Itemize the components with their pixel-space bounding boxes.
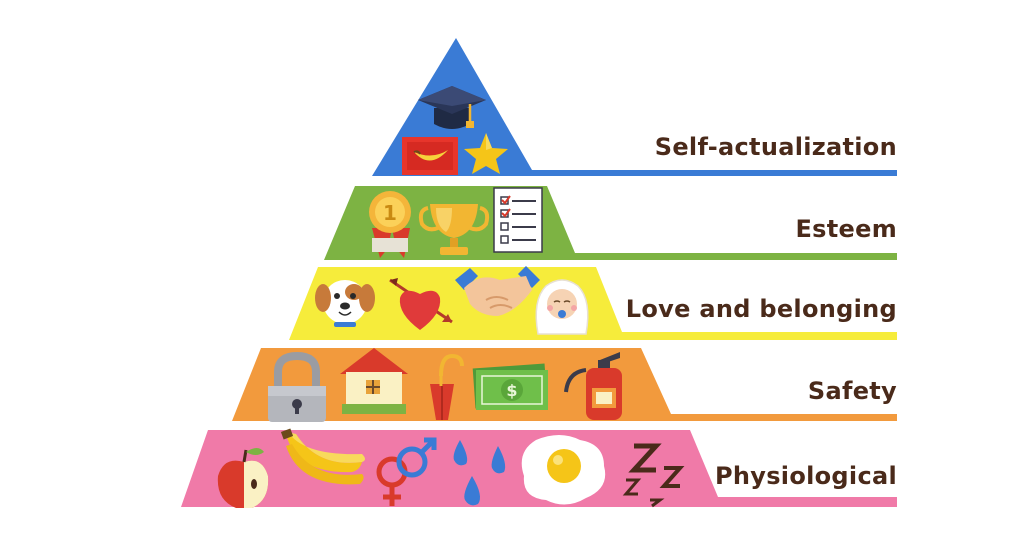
money-icon: $ — [472, 363, 548, 410]
tier-self-actualization: Self-actualization — [372, 38, 897, 176]
star-icon — [464, 133, 508, 174]
heart-arrow-icon — [389, 278, 453, 330]
dog-icon — [315, 280, 375, 327]
trophy-icon — [418, 204, 490, 255]
fried-egg-icon — [521, 435, 606, 505]
tier-label-love-and-belonging: Love and belonging — [626, 295, 897, 323]
umbrella-icon — [430, 353, 464, 420]
gender-symbols-icon — [376, 437, 437, 506]
tier-love-and-belonging: Love and belonging — [289, 266, 897, 340]
svg-text:$: $ — [506, 381, 517, 400]
bananas-icon — [280, 428, 365, 485]
sleep-z-icon — [622, 443, 685, 508]
tier-label-esteem: Esteem — [795, 215, 897, 243]
graduation-cap-icon — [418, 86, 486, 129]
handshake-icon — [455, 266, 540, 316]
svg-text:1: 1 — [383, 201, 397, 225]
water-drops-icon — [453, 440, 506, 506]
fire-extinguisher-icon — [564, 352, 622, 420]
medal-icon: 1 — [369, 191, 411, 258]
house-icon — [340, 348, 408, 414]
padlock-icon — [268, 351, 326, 422]
tier-band-self-actualization — [372, 38, 897, 176]
tier-band-love-and-belonging — [289, 267, 897, 340]
tier-band-safety — [232, 348, 897, 421]
banana-painting-icon — [402, 137, 458, 175]
tier-esteem: Esteem 1 — [324, 186, 897, 260]
baby-icon — [535, 279, 589, 335]
apple-icon — [217, 448, 269, 508]
tier-safety: Safety — [232, 348, 897, 422]
tier-label-self-actualization: Self-actualization — [655, 133, 897, 161]
tier-label-physiological: Physiological — [715, 462, 897, 490]
checklist-icon — [493, 187, 543, 253]
tier-physiological: Physiological — [181, 428, 897, 508]
tier-label-safety: Safety — [808, 377, 897, 405]
